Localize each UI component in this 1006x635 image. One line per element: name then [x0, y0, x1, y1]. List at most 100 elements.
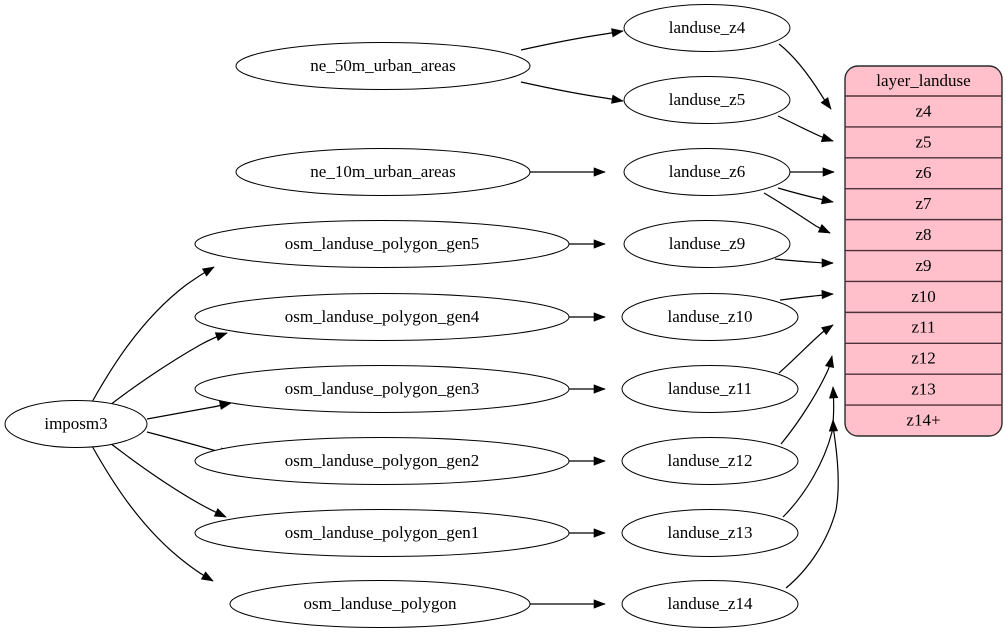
- layer-node-ellipse: [621, 437, 799, 485]
- table-row[interactable]: z10: [845, 280, 1002, 306]
- edge-imposm3-to-osm_landuse_polygon_gen4: [109, 332, 228, 406]
- table-row-label: z5: [915, 132, 931, 151]
- table-row-label: z6: [915, 163, 931, 182]
- node-ne_50m_urban_areas[interactable]: ne_50m_urban_areas: [235, 42, 531, 90]
- node-osm_landuse_polygon_gen3[interactable]: osm_landuse_polygon_gen3: [194, 365, 570, 413]
- node-landuse_z4[interactable]: landuse_z4: [623, 4, 791, 52]
- table-row[interactable]: z4: [915, 101, 932, 120]
- table-row-label: z13: [911, 380, 936, 399]
- arrowhead-icon: [824, 355, 835, 369]
- node-ne_10m_urban_areas[interactable]: ne_10m_urban_areas: [235, 148, 531, 196]
- edge-line: [91, 445, 214, 582]
- node-label: landuse_z14: [668, 594, 753, 613]
- edge-imposm3-to-osm_landuse_polygon_gen5: [91, 266, 215, 403]
- edge-line: [782, 386, 835, 518]
- table-row[interactable]: z5: [845, 126, 1002, 151]
- edge-landuse_z12-to-z12: [780, 355, 835, 445]
- table-row-label: z14+: [906, 410, 940, 429]
- arrowhead-icon: [593, 167, 606, 177]
- node-osm_landuse_polygon_gen1[interactable]: osm_landuse_polygon_gen1: [194, 509, 570, 557]
- edge-landuse_z6-to-z8: [763, 192, 831, 234]
- node-landuse_z9[interactable]: landuse_z9: [623, 220, 791, 268]
- table-row-label: z7: [915, 194, 932, 213]
- edge-imposm3-to-osm_landuse_polygon: [91, 445, 214, 582]
- table-row-label: z9: [915, 256, 931, 275]
- arrowhead-icon: [821, 324, 834, 336]
- table-row-label: z12: [911, 349, 936, 368]
- table-header-label: layer_landuse: [876, 71, 970, 90]
- table-row-label: z10: [911, 287, 936, 306]
- arrowhead-icon: [611, 28, 624, 38]
- node-label: osm_landuse_polygon_gen4: [285, 307, 480, 326]
- node-label: landuse_z13: [668, 523, 753, 542]
- node-osm_landuse_polygon_gen4[interactable]: osm_landuse_polygon_gen4: [194, 293, 570, 341]
- layer-node-ellipse: [623, 148, 791, 196]
- table-row-label: z8: [915, 225, 931, 244]
- edge-ne_50m_urban_areas-to-landuse_z4: [520, 28, 624, 51]
- node-landuse_z14[interactable]: landuse_z14: [621, 580, 799, 628]
- edge-line: [91, 266, 215, 403]
- arrowhead-icon: [829, 386, 839, 399]
- node-label: osm_landuse_polygon_gen3: [285, 379, 480, 398]
- node-label: osm_landuse_polygon: [304, 594, 457, 613]
- arrowhead-icon: [593, 239, 606, 249]
- node-label: osm_landuse_polygon_gen2: [285, 451, 480, 470]
- node-landuse_z10[interactable]: landuse_z10: [621, 293, 799, 341]
- arrowhead-icon: [593, 528, 606, 538]
- edge-line: [785, 419, 839, 589]
- arrowhead-icon: [200, 571, 214, 582]
- arrowhead-icon: [817, 223, 831, 234]
- node-osm_landuse_polygon_gen2[interactable]: osm_landuse_polygon_gen2: [194, 437, 570, 485]
- edge-landuse_z11-to-z11: [778, 324, 834, 374]
- edge-line: [520, 81, 624, 102]
- input-node-ellipse: [194, 509, 570, 557]
- source-node-ellipse: [4, 400, 148, 448]
- table-row-label: z4: [915, 101, 932, 120]
- arrowhead-icon: [821, 289, 834, 300]
- edge-osm_landuse_polygon_gen4-to-landuse_z10: [569, 312, 606, 322]
- input-node-ellipse: [235, 148, 531, 196]
- input-node-ellipse: [194, 293, 570, 341]
- node-imposm3[interactable]: imposm3: [4, 400, 148, 448]
- arrowhead-icon: [201, 266, 215, 277]
- node-label: osm_landuse_polygon_gen5: [285, 234, 480, 253]
- table-row[interactable]: z6: [845, 157, 1002, 182]
- table-row[interactable]: z11: [845, 311, 1002, 337]
- arrowhead-icon: [820, 195, 834, 205]
- arrowhead-icon: [593, 384, 606, 394]
- layer-node-ellipse: [621, 509, 799, 557]
- node-landuse_z12[interactable]: landuse_z12: [621, 437, 799, 485]
- node-landuse_z6[interactable]: landuse_z6: [623, 148, 791, 196]
- table-row[interactable]: z7: [845, 188, 1002, 213]
- node-osm_landuse_polygon[interactable]: osm_landuse_polygon: [229, 580, 531, 628]
- layer-node-ellipse: [623, 220, 791, 268]
- edge-imposm3-to-osm_landuse_polygon_gen3: [146, 400, 232, 420]
- edge-landuse_z13-to-z13: [782, 386, 839, 518]
- arrowhead-icon: [213, 508, 227, 518]
- node-osm_landuse_polygon_gen5[interactable]: osm_landuse_polygon_gen5: [194, 220, 570, 268]
- arrowhead-icon: [820, 97, 832, 110]
- input-node-ellipse: [194, 437, 570, 485]
- edge-landuse_z10-to-z10: [779, 289, 834, 301]
- table-row[interactable]: z13: [845, 373, 1002, 399]
- arrowhead-icon: [214, 332, 228, 342]
- node-landuse_z13[interactable]: landuse_z13: [621, 509, 799, 557]
- table-row[interactable]: z9: [845, 249, 1002, 275]
- node-label: landuse_z11: [668, 379, 752, 398]
- node-label: osm_landuse_polygon_gen1: [285, 523, 480, 542]
- layer-node-ellipse: [621, 365, 799, 413]
- node-label: ne_50m_urban_areas: [310, 56, 455, 75]
- node-landuse_z5[interactable]: landuse_z5: [623, 76, 791, 124]
- table-row[interactable]: z14+: [845, 404, 1002, 429]
- node-label: landuse_z6: [669, 162, 745, 181]
- edge-imposm3-to-osm_landuse_polygon_gen1: [109, 442, 227, 518]
- arrowhead-icon: [822, 167, 835, 177]
- arrowhead-icon: [593, 456, 606, 466]
- table-row[interactable]: z12: [845, 342, 1002, 368]
- edge-line: [520, 30, 624, 51]
- table-row[interactable]: z8: [845, 218, 1002, 244]
- node-label: landuse_z4: [669, 18, 746, 37]
- node-landuse_z11[interactable]: landuse_z11: [621, 365, 799, 413]
- layer-node-ellipse: [623, 76, 791, 124]
